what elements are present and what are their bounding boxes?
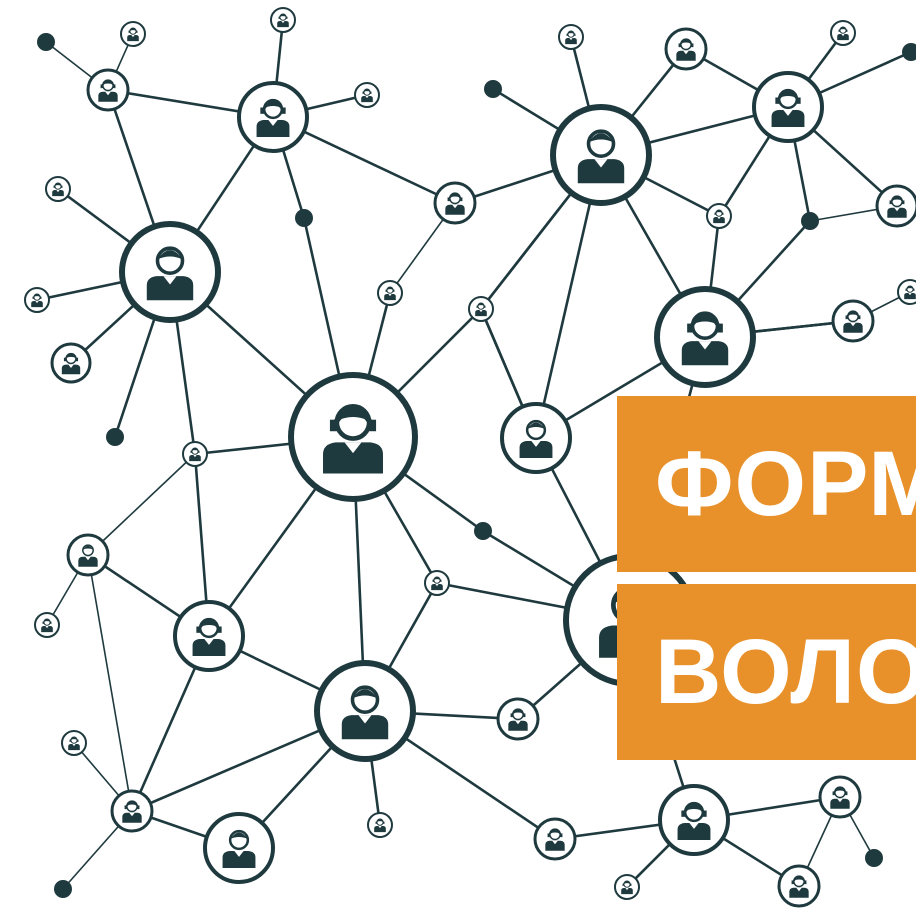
headset-person-icon (777, 864, 821, 908)
dot-node (801, 212, 819, 230)
headset-person-icon (706, 203, 732, 229)
headset-person-icon (533, 817, 577, 861)
network-link (87, 453, 196, 556)
headset-person-icon (658, 784, 730, 856)
dot-node (865, 849, 883, 867)
headset-person-icon (110, 789, 154, 833)
headset-person-icon (45, 176, 71, 202)
headset-person-icon (468, 296, 494, 322)
headset-person-icon (367, 812, 393, 838)
person-icon (500, 402, 572, 474)
headset-person-icon (86, 68, 130, 112)
headset-person-icon (173, 600, 245, 672)
network-nodes (24, 7, 916, 908)
headset-person-icon (496, 697, 540, 741)
network-link (87, 554, 133, 812)
headset-person-icon (61, 730, 87, 756)
person-icon (550, 104, 652, 206)
headset-person-icon (182, 441, 208, 467)
dot-node (295, 209, 313, 227)
dot-node (474, 522, 492, 540)
banner-line-2: ВОЛО (617, 584, 916, 760)
banner-line-1: ФОРМ (617, 396, 916, 572)
headset-person-icon (120, 21, 146, 47)
headset-person-icon (34, 612, 60, 638)
headset-person-icon (664, 27, 708, 71)
headset-person-icon (897, 279, 916, 305)
headset-person-icon (433, 181, 477, 225)
headset-person-icon (50, 342, 92, 384)
headset-person-icon (614, 874, 640, 900)
headset-person-icon (288, 372, 418, 502)
person-icon (314, 660, 416, 762)
headset-person-icon (354, 82, 380, 108)
headset-person-icon (24, 287, 50, 313)
headset-person-icon (424, 570, 450, 596)
dot-node (902, 43, 916, 61)
dot-node (37, 33, 55, 51)
dot-node (484, 80, 502, 98)
dot-node (54, 880, 72, 898)
person-icon (119, 221, 221, 323)
dot-node (106, 428, 124, 446)
headset-person-icon (830, 20, 856, 46)
headset-person-icon (270, 7, 296, 33)
person-icon (66, 533, 110, 577)
headset-person-icon (558, 24, 584, 50)
person-icon (203, 812, 275, 884)
headset-person-icon (752, 71, 824, 143)
headset-person-icon (654, 286, 756, 388)
headset-person-icon (237, 81, 309, 153)
headset-person-icon (875, 184, 916, 228)
headset-person-icon (377, 280, 403, 306)
headset-person-icon (818, 775, 862, 819)
headset-person-icon (831, 299, 875, 343)
